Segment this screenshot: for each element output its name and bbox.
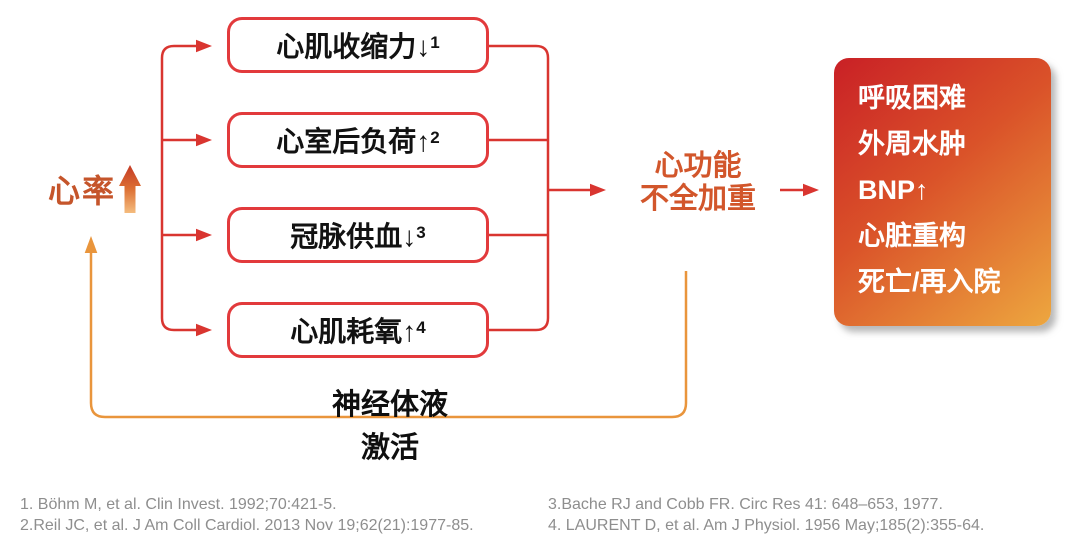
consequence-item-bnp: BNP↑ bbox=[858, 175, 929, 205]
cardiac-dysfunction-line2: 不全加重 bbox=[639, 183, 756, 215]
reference-list-left: 1. Böhm M, et al. Clin Invest. 1992;70:4… bbox=[20, 494, 474, 536]
reference-superscript: 3 bbox=[416, 222, 426, 242]
merge-arrowhead-icon bbox=[590, 183, 606, 197]
consequence-item-death-readmission: 死亡/再入院 bbox=[858, 267, 1001, 297]
heart-rate-up-arrow-icon bbox=[119, 165, 141, 213]
factor-box-label: 心肌耗氧↑ bbox=[290, 316, 417, 347]
reference-item-1: 1. Böhm M, et al. Clin Invest. 1992;70:4… bbox=[20, 496, 337, 513]
factor-box-label: 心室后负荷↑ bbox=[276, 126, 431, 157]
factor-box-label: 心肌收缩力↓ bbox=[276, 31, 431, 62]
consequence-item-dyspnea: 呼吸困难 bbox=[858, 83, 966, 113]
neurohumoral-label-line2: 激活 bbox=[360, 432, 419, 464]
factor-box-label: 冠脉供血↓ bbox=[290, 221, 417, 252]
cardiac-dysfunction-line1: 心功能 bbox=[654, 150, 742, 182]
reference-item-4: 4. LAURENT D, et al. Am J Physiol. 1956 … bbox=[548, 517, 985, 534]
factor-box-oxygen-consumption: 心肌耗氧↑4 bbox=[227, 302, 489, 358]
neurohumoral-label-line1: 神经体液 bbox=[331, 389, 448, 421]
right-merge-line bbox=[489, 44, 590, 332]
left-bracket-line bbox=[160, 44, 196, 332]
reference-superscript: 4 bbox=[416, 317, 426, 337]
left-branch-arrowhead-icons bbox=[196, 39, 212, 337]
heart-rate-label: 心率 bbox=[48, 173, 117, 209]
reference-item-3: 3.Bache RJ and Cobb FR. Circ Res 41: 648… bbox=[548, 496, 943, 513]
consequence-item-edema: 外周水肿 bbox=[858, 129, 966, 159]
consequence-item-remodeling: 心脏重构 bbox=[858, 221, 966, 251]
reference-superscript: 2 bbox=[430, 127, 440, 147]
factor-box-contractility: 心肌收缩力↓1 bbox=[227, 17, 489, 73]
reference-list-right: 3.Bache RJ and Cobb FR. Circ Res 41: 648… bbox=[548, 494, 984, 536]
consequences-panel: 呼吸困难 外周水肿 BNP↑ 心脏重构 死亡/再入院 bbox=[834, 58, 1051, 326]
reference-superscript: 1 bbox=[430, 32, 440, 52]
factor-box-afterload: 心室后负荷↑2 bbox=[227, 112, 489, 168]
factor-box-coronary-supply: 冠脉供血↓3 bbox=[227, 207, 489, 263]
cardiac-dysfunction-label: 心功能 不全加重 bbox=[613, 150, 783, 216]
feedback-loop-arrowhead-icon bbox=[84, 236, 98, 253]
outcome-to-panel-arrowhead-icon bbox=[803, 183, 819, 197]
reference-item-2: 2.Reil JC, et al. J Am Coll Cardiol. 201… bbox=[20, 517, 474, 534]
